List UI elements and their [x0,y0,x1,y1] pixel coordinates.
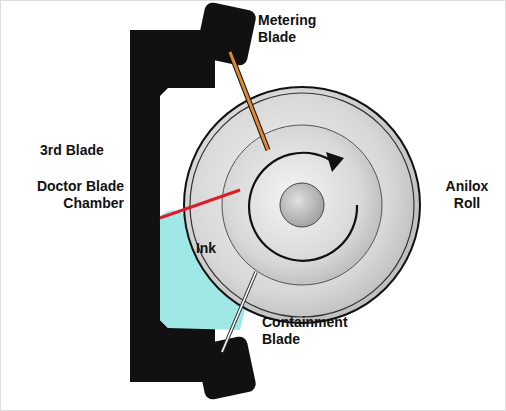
containment-blade-edge [222,272,256,352]
metering-blade [230,52,268,150]
part-label: Ink [186,240,226,257]
part-label: Doctor Blade Chamber [24,178,124,212]
anilox-roll [184,87,420,323]
third-blade [160,190,240,218]
containment-blade [222,272,256,352]
part-label: Containment Blade [262,314,362,348]
roll-hub [280,183,324,227]
rotation-arrow [249,153,357,261]
part-label: Anilox Roll [436,178,498,212]
roll-inner [222,125,382,285]
arrow-head [326,152,344,172]
roll-surface [190,93,414,317]
part-label: Metering Blade [258,12,338,46]
metering-blade-edge [230,52,268,150]
top-blade-holder [195,1,258,67]
part-label: 3rd Blade [40,142,130,159]
